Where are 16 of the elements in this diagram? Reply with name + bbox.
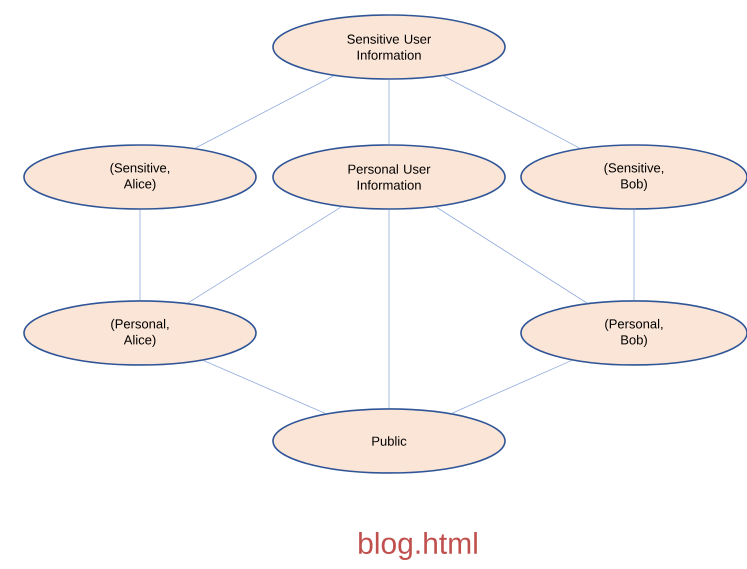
ellipse-node: Sensitive User Information (272, 14, 506, 80)
connector-line (436, 206, 588, 304)
ellipse-node: (Sensitive, Alice) (23, 144, 257, 210)
connector-line (443, 76, 580, 149)
connector-line (388, 79, 390, 145)
ellipse-node: (Sensitive, Bob) (520, 144, 747, 210)
connector-line (451, 360, 572, 414)
caption-text: blog.html (359, 532, 477, 560)
connector-line (187, 206, 342, 304)
connector-line (388, 209, 390, 409)
ellipse-node: (Personal, Bob) (520, 300, 747, 366)
ellipse-node: Public (272, 408, 506, 474)
connector-line (203, 360, 326, 414)
connector-line (194, 75, 334, 148)
ellipse-node: Personal User Information (272, 144, 506, 210)
ellipse-node: (Personal, Alice) (23, 300, 257, 366)
